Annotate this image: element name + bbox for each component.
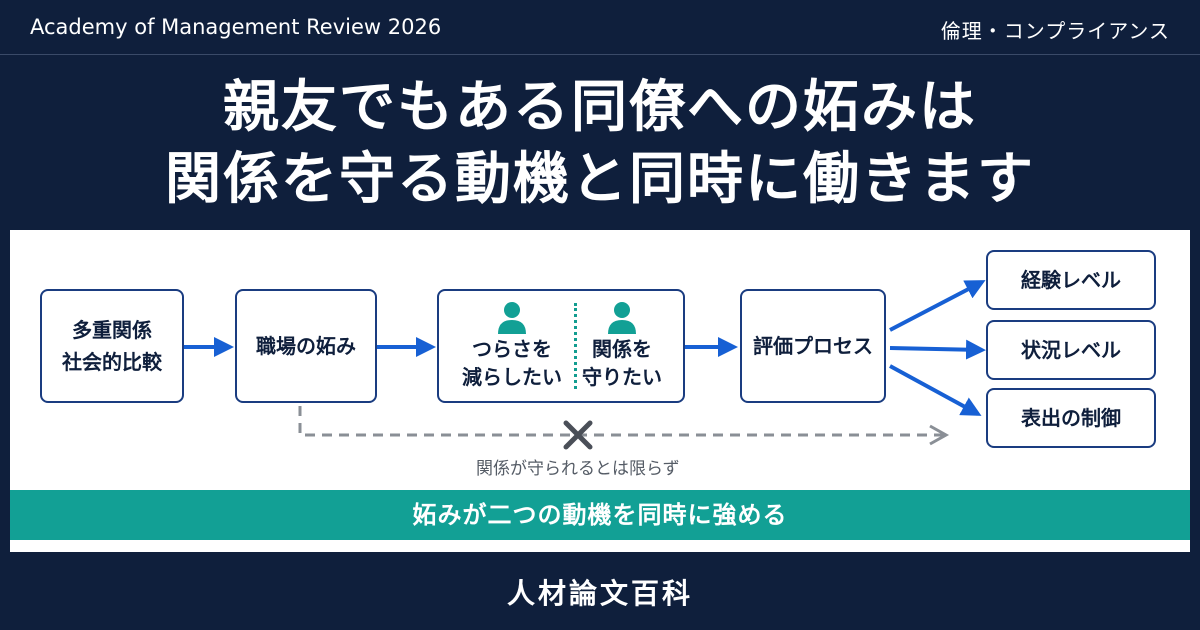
headline-line-1: 親友でもある同僚への妬みは [223,75,977,140]
envy-box: 職場の妬み [235,289,377,403]
motive-right-line-2: 守りたい [582,365,662,389]
arrow-to-situation [889,339,986,360]
outcome-box-experience: 経験レベル [986,250,1156,310]
journal-name: Academy of Management Review 2026 [30,15,442,39]
outcome-label: 状況レベル [1021,338,1121,362]
appraisal-label: 評価プロセス [753,334,873,358]
motives-box: つらさを 減らしたい 関係を 守りたい [437,289,685,403]
header-divider [0,54,1200,55]
outcome-label: 表出の制御 [1021,406,1121,430]
antecedents-box: 多重関係 社会的比較 [40,289,184,403]
antecedents-line-2: 社会的比較 [62,350,162,374]
envy-label: 職場の妬み [256,334,356,358]
motive-right-line-1: 関係を [592,337,652,361]
dashed-arrowhead [929,424,950,446]
person-icon [498,302,526,334]
outcome-box-expression: 表出の制御 [986,388,1156,448]
arrow-to-experience [889,280,986,332]
summary-banner: 妬みが二つの動機を同時に強める [10,490,1190,540]
person-icon [608,302,636,334]
antecedents-line-1: 多重関係 [72,318,152,342]
motive-left-line-2: 減らしたい [462,365,562,389]
headline: 親友でもある同僚への妬みは 関係を守る動機と同時に働きます [0,72,1200,216]
headline-line-2: 関係を守る動機と同時に働きます [165,147,1035,212]
category-label: 倫理・コンプライアンス [940,19,1170,43]
arrow-to-expression [889,364,982,416]
motive-left-line-1: つらさを [472,337,552,361]
outcome-box-situation: 状況レベル [986,320,1156,380]
dashed-path-note: 関係が守られるとは限らず [476,459,680,479]
motive-protect-relationship: 関係を 守りたい [557,301,687,391]
dashed-bypass-path [298,406,944,437]
appraisal-box: 評価プロセス [740,289,886,403]
outcome-label: 経験レベル [1021,268,1121,292]
footer-brand: 人材論文百科 [506,577,693,610]
motive-reduce-pain: つらさを 減らしたい [447,301,577,391]
cross-mark-icon [563,420,593,450]
top-bar: Academy of Management Review 2026 倫理・コンプ… [0,0,1200,56]
motive-divider [574,303,577,389]
